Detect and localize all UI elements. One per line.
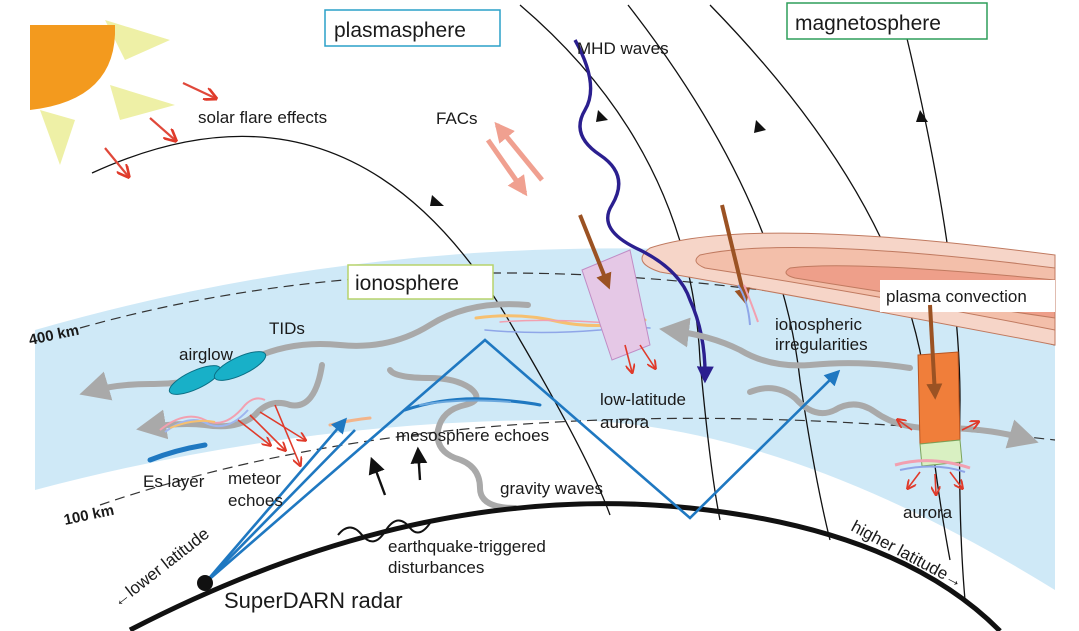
ionospheric-irregularities-label-line2: irregularities: [775, 335, 868, 354]
ionospheric-irregularities-label-line1: ionospheric: [775, 315, 862, 334]
aurora-label: aurora: [903, 503, 953, 522]
earthquake-label-line1: earthquake-triggered: [388, 537, 546, 556]
superdarn-radar-label: SuperDARN radar: [224, 588, 403, 613]
solar-flare-arrows: [104, 82, 215, 176]
airglow-patches: [168, 351, 267, 395]
fac-arrows: [485, 121, 544, 197]
upward-arrows: [368, 446, 428, 496]
field-line-arrows: [430, 110, 928, 206]
ionosphere-band: [35, 248, 1055, 590]
magnetosphere-box: [786, 2, 988, 40]
plasma-convection-label: plasma convection: [886, 287, 1027, 306]
field-arrow-2: [596, 110, 608, 122]
field-arrow-3: [754, 120, 766, 133]
sun-icon: [30, 20, 175, 165]
mhd-wave-curve: [573, 39, 714, 384]
radar-dot-icon: [197, 575, 213, 591]
meteor-echoes-label-line1: meteor: [228, 469, 281, 488]
low-latitude-aurora-column: [578, 214, 655, 372]
field-arrow-1: [430, 195, 444, 206]
ionosphere-box: [347, 264, 494, 300]
altitude-100km-label: 100 km: [62, 502, 115, 529]
plasmasphere-box: [324, 9, 501, 47]
radar-beams: [204, 338, 841, 584]
aurora-column: [894, 304, 978, 494]
low-latitude-aurora-label-line2: aurora: [600, 413, 650, 432]
radar-beam-main: [204, 338, 841, 584]
field-line-3: [627, 4, 831, 541]
tids-label: TIDs: [269, 319, 305, 338]
tid-wave-lower: [136, 362, 325, 440]
meteor-echoes-label-line2: echoes: [228, 491, 283, 510]
field-arrow-4: [916, 110, 928, 122]
mesosphere-echoes-label: mesosphere echoes: [396, 426, 549, 445]
gravity-wave: [387, 367, 518, 511]
tid-wave-right: [659, 317, 913, 371]
solar-flare-effects-label: solar flare effects: [198, 108, 327, 127]
tid-wave: [79, 301, 531, 401]
meteor-echo-arrows: [237, 404, 305, 465]
magnetosphere-label: magnetosphere: [795, 12, 941, 35]
low-latitude-aurora-label-line1: low-latitude: [600, 390, 686, 409]
plasma-convection-tongue: [641, 232, 1056, 346]
earthquake-label-line2: disturbances: [388, 558, 484, 577]
plasmasphere-label: plasmasphere: [334, 19, 466, 42]
radar-beam-mid: [204, 429, 356, 584]
mhd-waves-label: MHD waves: [577, 39, 669, 58]
earth-surface: [128, 501, 1002, 631]
field-line-5: [904, 29, 966, 601]
es-layer-label: Es layer: [143, 472, 205, 491]
tid-wave-auroral: [747, 385, 1039, 449]
radar-beam-high-angle: [204, 417, 348, 584]
gray-waves: [79, 301, 1039, 511]
plasma-convection-label-bg: [880, 280, 1055, 312]
ionosphere-label: ionosphere: [355, 272, 459, 295]
facs-label: FACs: [436, 109, 478, 128]
gravity-waves-label: gravity waves: [500, 479, 603, 498]
ionospheric-irregularities: [720, 204, 759, 326]
airglow-label: airglow: [179, 345, 234, 364]
meteor-streaks: [159, 397, 266, 433]
field-line-2: [519, 4, 721, 521]
altitude-line-100km: [99, 417, 1056, 506]
